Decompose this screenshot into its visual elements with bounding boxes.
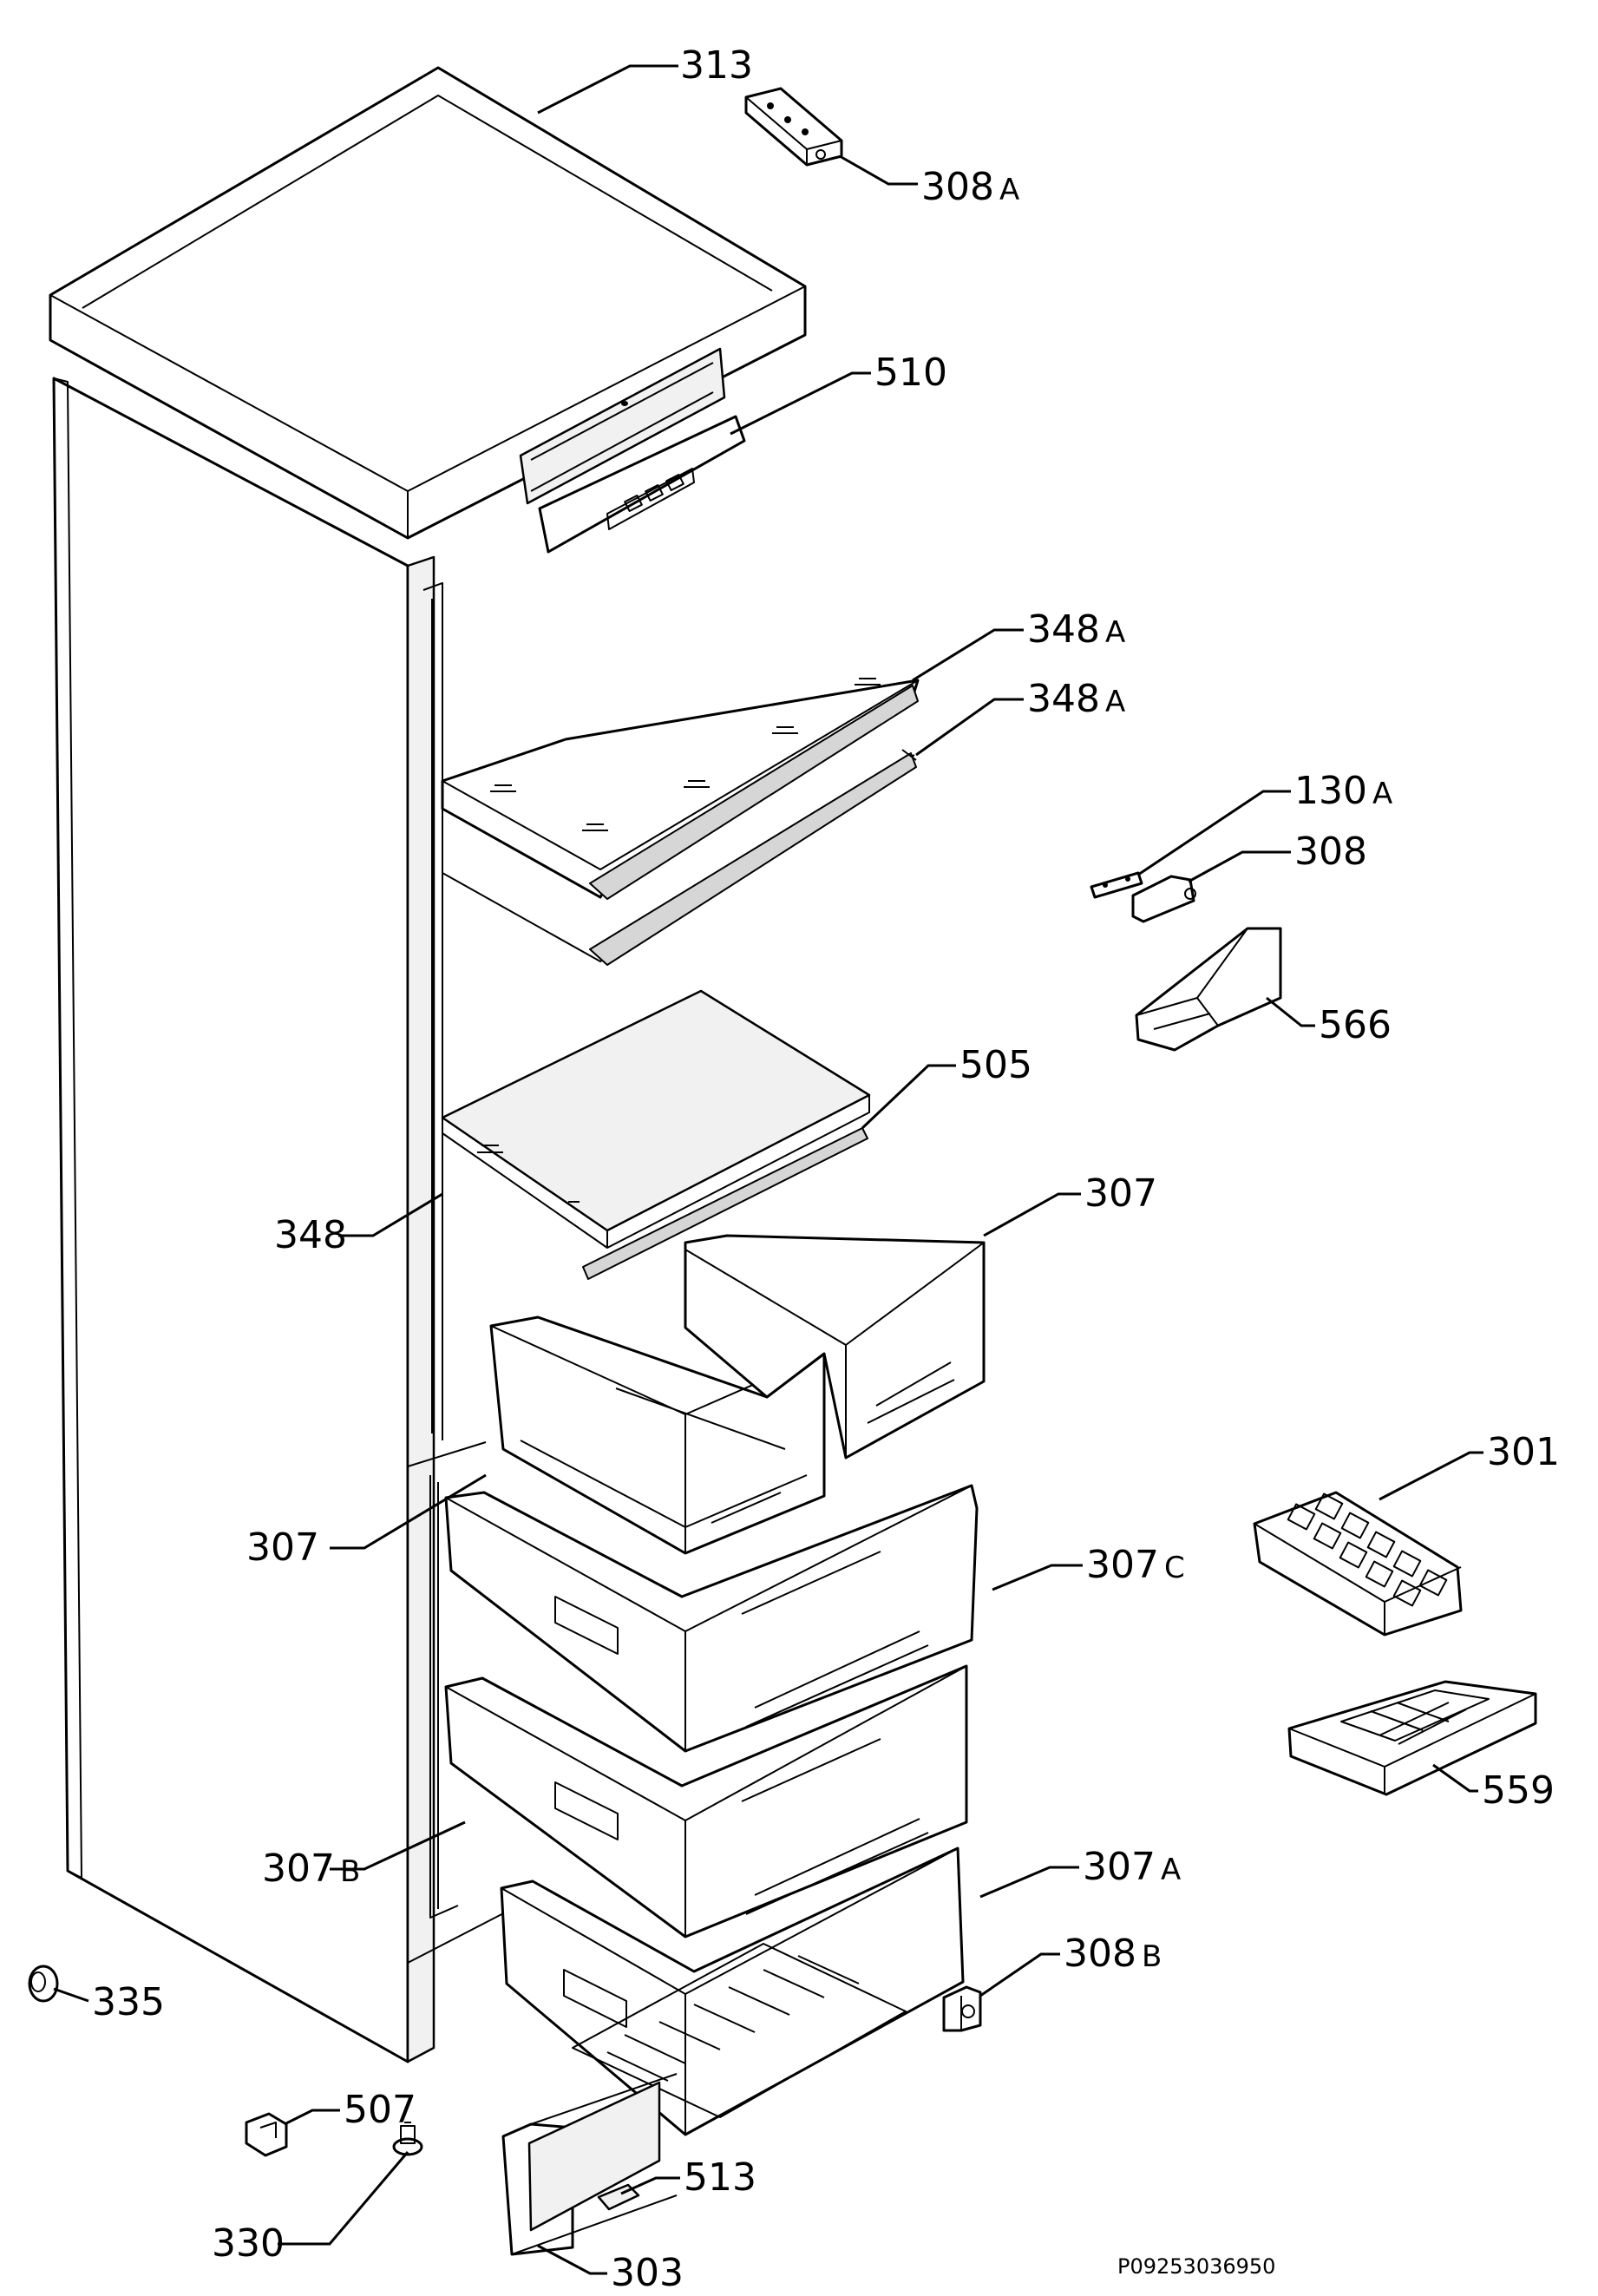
label-507: 507: [344, 2088, 416, 2132]
label-308: 308: [1294, 830, 1367, 874]
label-566: 566: [1319, 1003, 1392, 1047]
label-348: 348: [274, 1213, 347, 1257]
cold-pack-559: [1287, 1680, 1537, 1796]
clip-507: [245, 2112, 288, 2157]
glass-shelf-348a-lower: [442, 749, 917, 966]
label-307-right: 307: [1084, 1171, 1157, 1216]
freezer-drawer-307a: [500, 1847, 965, 2136]
label-301: 301: [1487, 1430, 1560, 1474]
freezer-drawer-307c: [444, 1484, 979, 1753]
label-313: 313: [680, 43, 753, 88]
bracket-130a: [1090, 871, 1143, 899]
label-513: 513: [684, 2155, 756, 2200]
adjustable-foot-330: [392, 2122, 423, 2156]
drawing-code: P09253036950: [1117, 2254, 1276, 2279]
plinth-303: [501, 2073, 678, 2256]
label-330: 330: [212, 2221, 285, 2266]
label-559: 559: [1482, 1768, 1555, 1813]
label-303: 303: [611, 2251, 684, 2295]
label-510: 510: [874, 351, 947, 395]
top-cover-313: [49, 66, 807, 540]
control-panel-510: [538, 415, 746, 554]
hinge-308b: [942, 1985, 982, 2032]
foot-335: [28, 1965, 59, 2003]
hinge-308a: [744, 87, 843, 167]
glass-shelf-348: [441, 989, 871, 1249]
freezer-drawer-307b: [444, 1664, 968, 1938]
glass-shelf-348a-upper: [441, 678, 920, 900]
label-505: 505: [959, 1043, 1032, 1087]
label-307-left: 307: [246, 1525, 319, 1570]
ice-tray-301: [1253, 1491, 1463, 1637]
shelf-trim-505: [582, 1127, 868, 1280]
handle-566: [1135, 927, 1282, 1052]
crisper-drawer-307-right: [684, 1234, 986, 1460]
label-335: 335: [92, 1980, 165, 2024]
hinge-308: [1131, 875, 1196, 923]
cabinet-body: [52, 377, 513, 2063]
leader-lines: [53, 64, 1483, 2275]
